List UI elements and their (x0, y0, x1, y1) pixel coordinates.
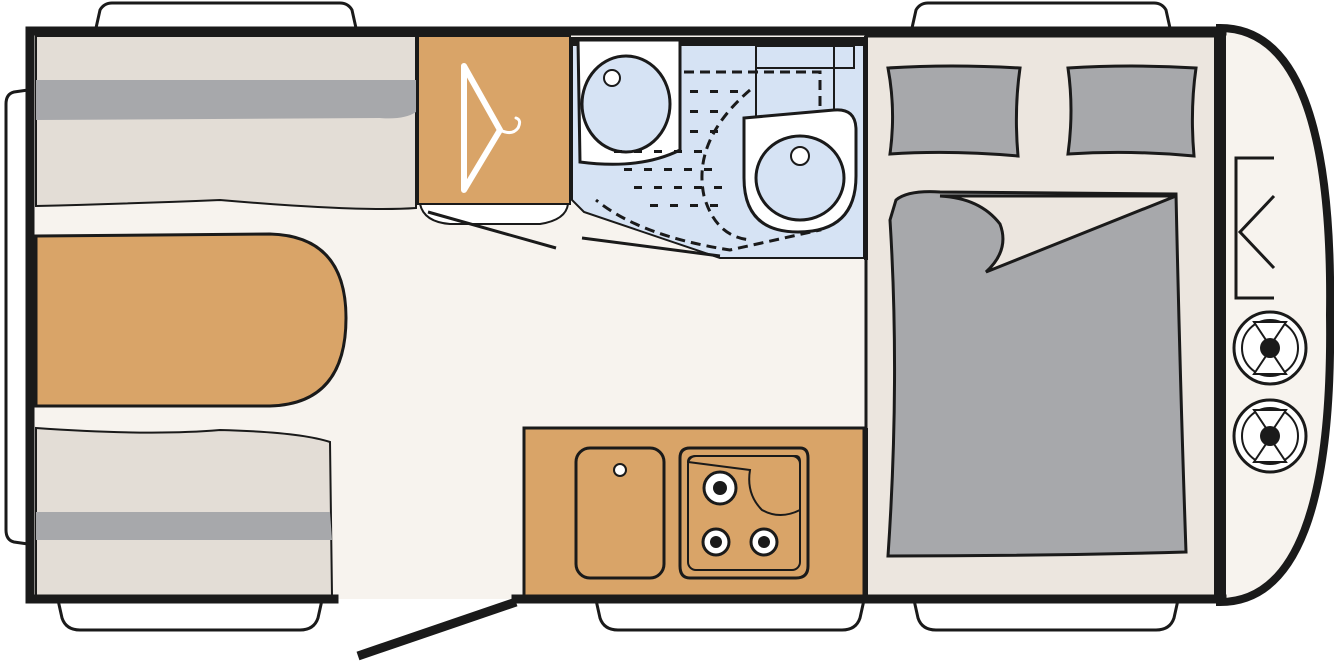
bathroom (571, 37, 865, 259)
wardrobe (417, 35, 571, 250)
cushion-stripe-top (36, 80, 416, 120)
hanger-icon (461, 63, 522, 193)
lounge-seat-bottom (35, 426, 334, 597)
pillow-right (1066, 64, 1198, 158)
gas-hob-icon (678, 446, 810, 580)
dinette-table (34, 232, 348, 408)
lounge-seat-top (35, 35, 417, 210)
wardrobe-door-swing (427, 210, 557, 250)
shower-drain-dots (614, 90, 738, 207)
shower-tray-icon (595, 70, 822, 252)
window-front-left (4, 88, 30, 546)
window-bottom-middle (594, 598, 866, 632)
pillow-left (886, 64, 1022, 158)
rear-bracket (1234, 156, 1276, 300)
bathroom-door-swing (581, 236, 721, 258)
windows (4, 1, 1180, 632)
outer-walls (25, 26, 1227, 604)
rear-features (1214, 31, 1308, 601)
toilet-icon (742, 45, 858, 234)
tail-light-icon (1232, 398, 1308, 474)
bedroom (864, 34, 1218, 600)
washbasin-icon (576, 38, 682, 166)
window-top-left (94, 1, 358, 30)
window-top-right (910, 1, 1172, 30)
window-bottom-right (912, 598, 1180, 632)
kitchen-unit (522, 426, 866, 598)
duvet (886, 190, 1188, 558)
duvet-fold (939, 194, 1177, 274)
window-bottom-left (56, 598, 324, 632)
entrance-door-icon[interactable] (356, 597, 518, 661)
tail-light-icon (1232, 310, 1308, 386)
kitchen-sink-icon (574, 446, 666, 580)
cushion-stripe-bottom (36, 512, 332, 540)
